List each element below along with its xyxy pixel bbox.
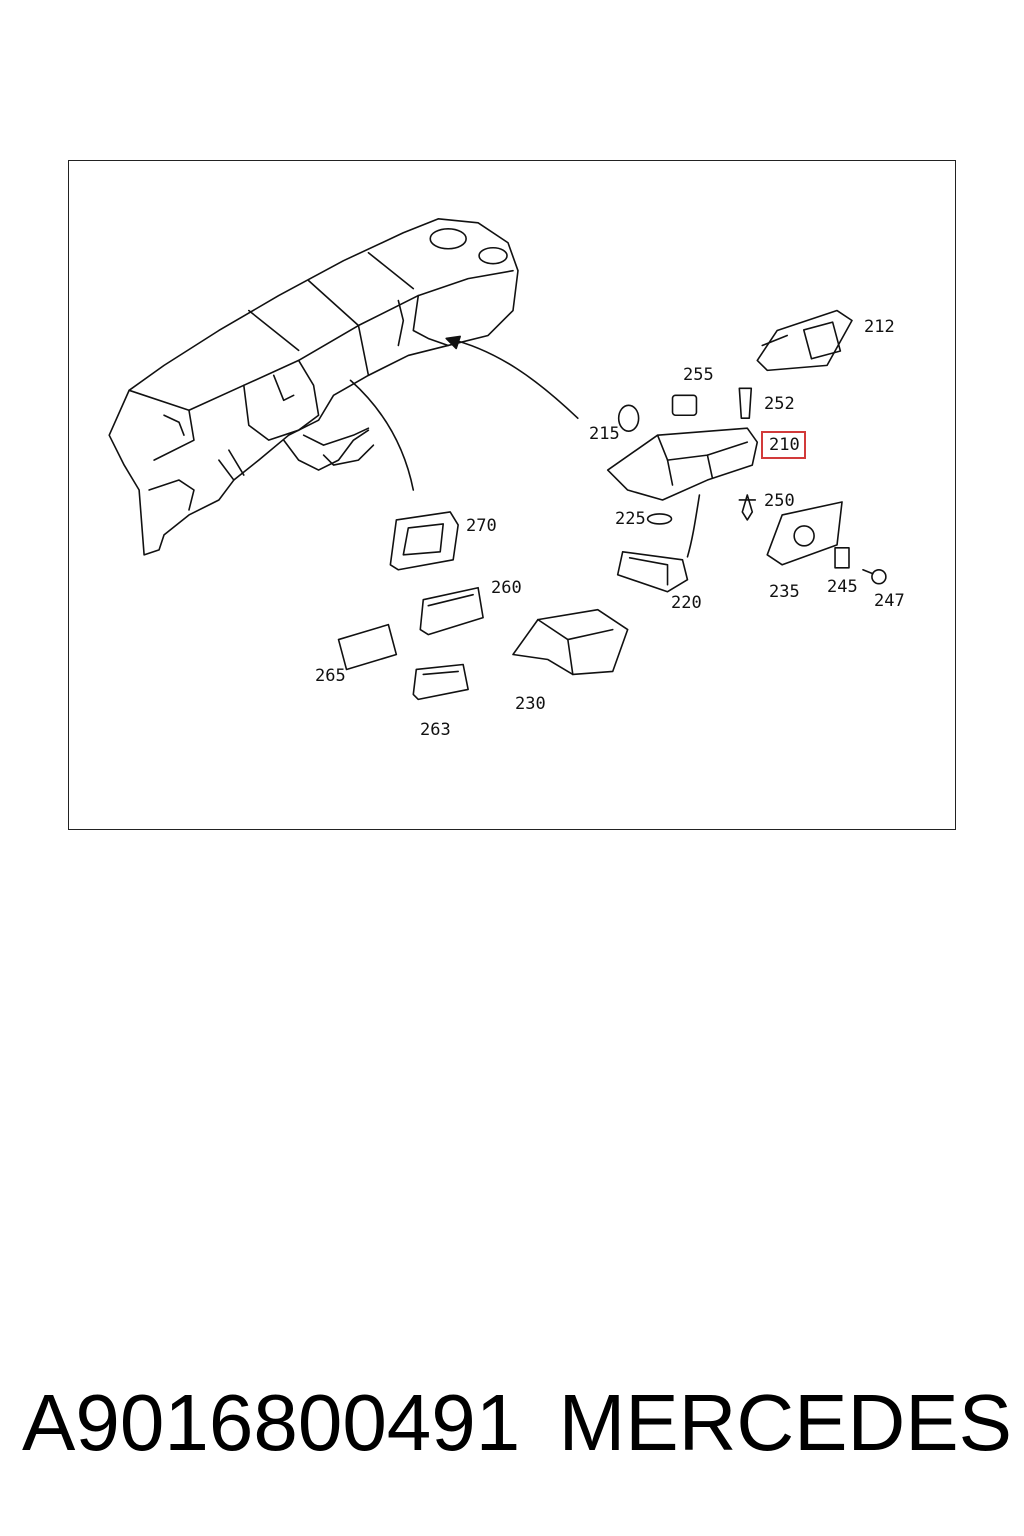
part-number: A9016800491 xyxy=(22,1378,521,1467)
part-235-drawing xyxy=(766,501,843,566)
part-270-drawing xyxy=(389,511,459,571)
callout-247: 247 xyxy=(874,591,905,611)
callout-220: 220 xyxy=(671,593,702,613)
callout-235: 235 xyxy=(769,582,800,602)
part-215-drawing xyxy=(617,404,640,432)
callout-212: 212 xyxy=(864,317,895,337)
callout-260: 260 xyxy=(491,578,522,598)
callout-225: 225 xyxy=(615,509,646,529)
callout-245: 245 xyxy=(827,577,858,597)
part-255-drawing xyxy=(671,394,698,417)
part-263-drawing xyxy=(412,663,469,701)
callout-265: 265 xyxy=(315,666,346,686)
part-230-drawing xyxy=(512,608,629,676)
exploded-view-drawing xyxy=(108,218,887,701)
part-220-drawing xyxy=(616,551,689,593)
callout-270: 270 xyxy=(466,516,497,536)
part-212-drawing xyxy=(756,309,853,372)
part-225-drawing xyxy=(646,513,673,525)
assembly-arrows xyxy=(349,335,701,558)
part-252-drawing xyxy=(738,387,753,420)
part-245-drawing xyxy=(834,547,850,569)
brand-name: MERCEDES xyxy=(558,1378,1012,1467)
part-210-drawing xyxy=(606,427,759,501)
callout-230: 230 xyxy=(515,694,546,714)
callout-252: 252 xyxy=(764,394,795,414)
parts-diagram: 212 255 252 215 210 250 225 270 220 235 … xyxy=(68,160,956,830)
part-260-drawing xyxy=(419,586,484,636)
product-caption: A9016800491 MERCEDES xyxy=(22,1378,1012,1468)
callout-263: 263 xyxy=(420,720,451,740)
callout-255: 255 xyxy=(683,365,714,385)
part-250-drawing xyxy=(738,494,757,521)
callout-210-highlighted: 210 xyxy=(761,431,806,459)
callout-250: 250 xyxy=(764,491,795,511)
callout-215: 215 xyxy=(589,424,620,444)
dashboard-illustration xyxy=(108,218,519,556)
part-247-drawing xyxy=(862,568,887,585)
part-265-drawing xyxy=(337,623,398,671)
